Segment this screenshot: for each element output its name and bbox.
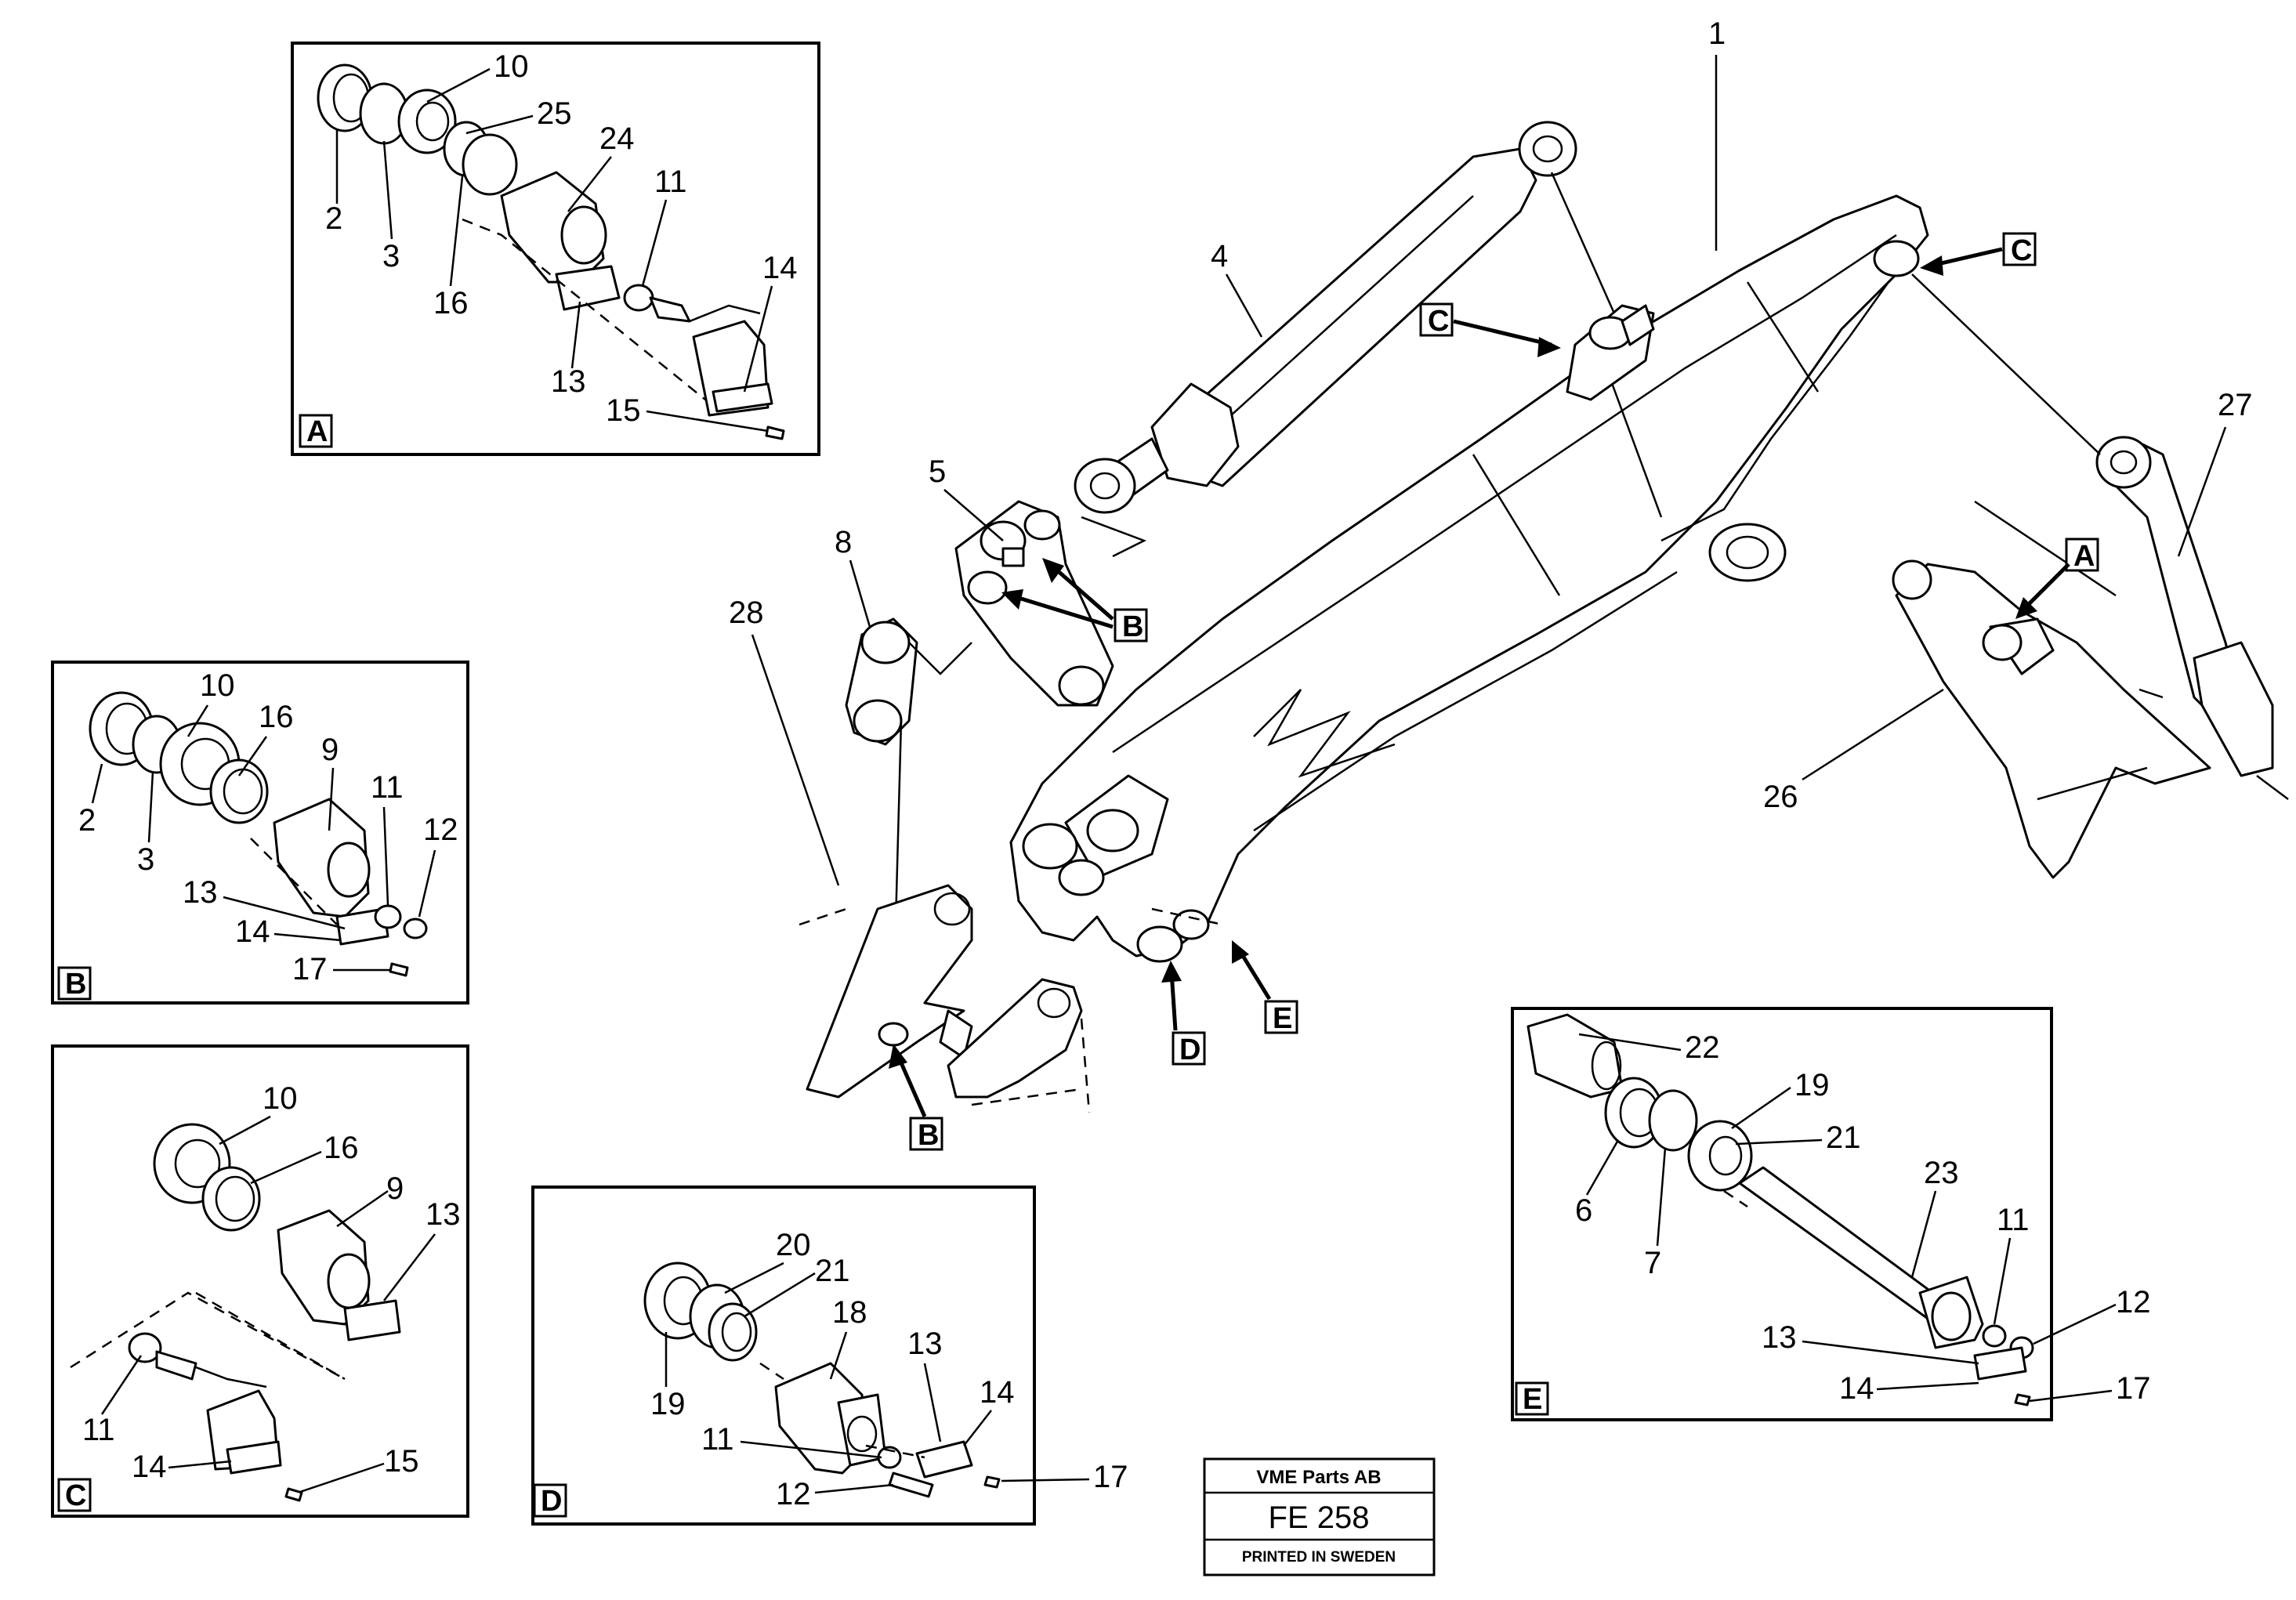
e-part-11: 11 [1997,1203,2030,1237]
e-part-13: 13 [1762,1320,1797,1355]
part-number-4: 4 [1211,239,1228,273]
a-part-25: 25 [537,96,572,131]
svg-text:C: C [2011,234,2032,267]
d-part-11: 11 [701,1422,734,1457]
b-part-17: 17 [292,952,328,986]
a-part-11: 11 [654,165,687,199]
callout-b-bracket: B [889,1044,943,1152]
c-part-10: 10 [263,1081,298,1116]
d-part-18: 18 [832,1295,867,1330]
detail-d: D 20 21 18 19 13 14 11 12 17 [531,1186,1128,1526]
title-footer: PRINTED IN SWEDEN [1242,1549,1396,1566]
part-number-27: 27 [2218,388,2253,422]
e-part-19: 19 [1794,1068,1830,1102]
d-part-19: 19 [650,1387,686,1421]
svg-text:D: D [1179,1033,1201,1066]
e-part-21: 21 [1826,1120,1861,1155]
a-part-2: 2 [325,201,342,236]
part-number-26: 26 [1763,780,1798,814]
d-part-17: 17 [1093,1460,1128,1494]
e-part-17: 17 [2116,1371,2151,1406]
a-part-24: 24 [599,121,635,156]
part-number-28: 28 [729,595,764,630]
a-part-10: 10 [494,49,529,84]
e-part-7: 7 [1644,1246,1661,1280]
d-part-21: 21 [815,1254,850,1288]
title-company: VME Parts AB [1256,1467,1381,1488]
e-part-6: 6 [1575,1193,1592,1228]
svg-text:E: E [1273,1002,1292,1035]
d-part-13: 13 [907,1327,943,1361]
d-part-14: 14 [980,1375,1015,1410]
part-number-5: 5 [929,454,946,489]
callout-a-frame: A [2015,538,2099,619]
title-code: FE 258 [1269,1500,1370,1535]
callout-c-top-right: C [1920,232,2037,276]
detail-a: A 10 25 24 2 3 11 16 14 13 15 [291,42,820,456]
c-part-14: 14 [132,1450,167,1484]
main-assembly: 1 4 5 8 28 27 26 C C B [729,16,2289,1152]
e-part-14: 14 [1839,1371,1874,1406]
a-part-13: 13 [551,364,586,399]
detail-b-label: B [65,968,86,1001]
a-part-15: 15 [606,393,641,428]
detail-d-label: D [541,1485,562,1518]
c-part-13: 13 [426,1197,461,1232]
b-part-3: 3 [137,842,154,877]
callout-b-link: B [1001,558,1148,643]
detail-e: E 22 19 21 6 7 23 11 12 13 14 1 [1511,1007,2151,1421]
boom [1009,194,1929,963]
callout-c-top-left: C [1419,302,1561,357]
b-part-10: 10 [200,668,235,703]
b-part-2: 2 [78,803,96,838]
boom-cylinder [1074,121,1616,558]
b-part-13: 13 [183,875,218,910]
a-part-16: 16 [433,286,469,320]
detail-a-label: A [306,415,328,448]
part-number-8: 8 [835,525,852,559]
svg-text:B: B [1122,610,1143,643]
rod-27 [1911,273,2289,800]
b-part-9: 9 [321,733,339,767]
b-part-12: 12 [423,813,458,847]
d-part-12: 12 [776,1477,811,1511]
b-part-11: 11 [371,770,404,805]
detail-c: C 10 16 9 13 11 14 15 [51,1044,469,1518]
detail-c-label: C [65,1479,86,1512]
c-part-11: 11 [82,1413,115,1447]
frame-26 [1892,500,2211,879]
e-part-22: 22 [1685,1030,1720,1065]
callout-d-boom: D [1161,961,1206,1066]
svg-text:A: A [2073,540,2095,573]
a-part-3: 3 [382,239,400,273]
e-part-23: 23 [1924,1156,1959,1190]
c-part-9: 9 [386,1171,404,1206]
svg-text:C: C [1428,305,1449,338]
c-part-15: 15 [384,1444,419,1479]
callout-e-boom: E [1232,940,1298,1035]
b-part-16: 16 [259,700,294,734]
a-part-14: 14 [762,251,798,285]
detail-b: B 10 16 9 2 3 11 12 13 14 17 [51,661,469,1005]
part-number-1: 1 [1708,16,1726,51]
boom-top-bracket [1566,304,1655,401]
svg-text:B: B [918,1119,939,1152]
b-part-14: 14 [235,914,270,949]
d-part-20: 20 [776,1228,811,1262]
e-part-12: 12 [2116,1285,2151,1319]
bucket-bracket [799,884,1091,1113]
detail-e-label: E [1523,1383,1542,1416]
c-part-16: 16 [324,1131,359,1165]
title-block: VME Parts AB FE 258 PRINTED IN SWEDEN [1203,1457,1436,1576]
